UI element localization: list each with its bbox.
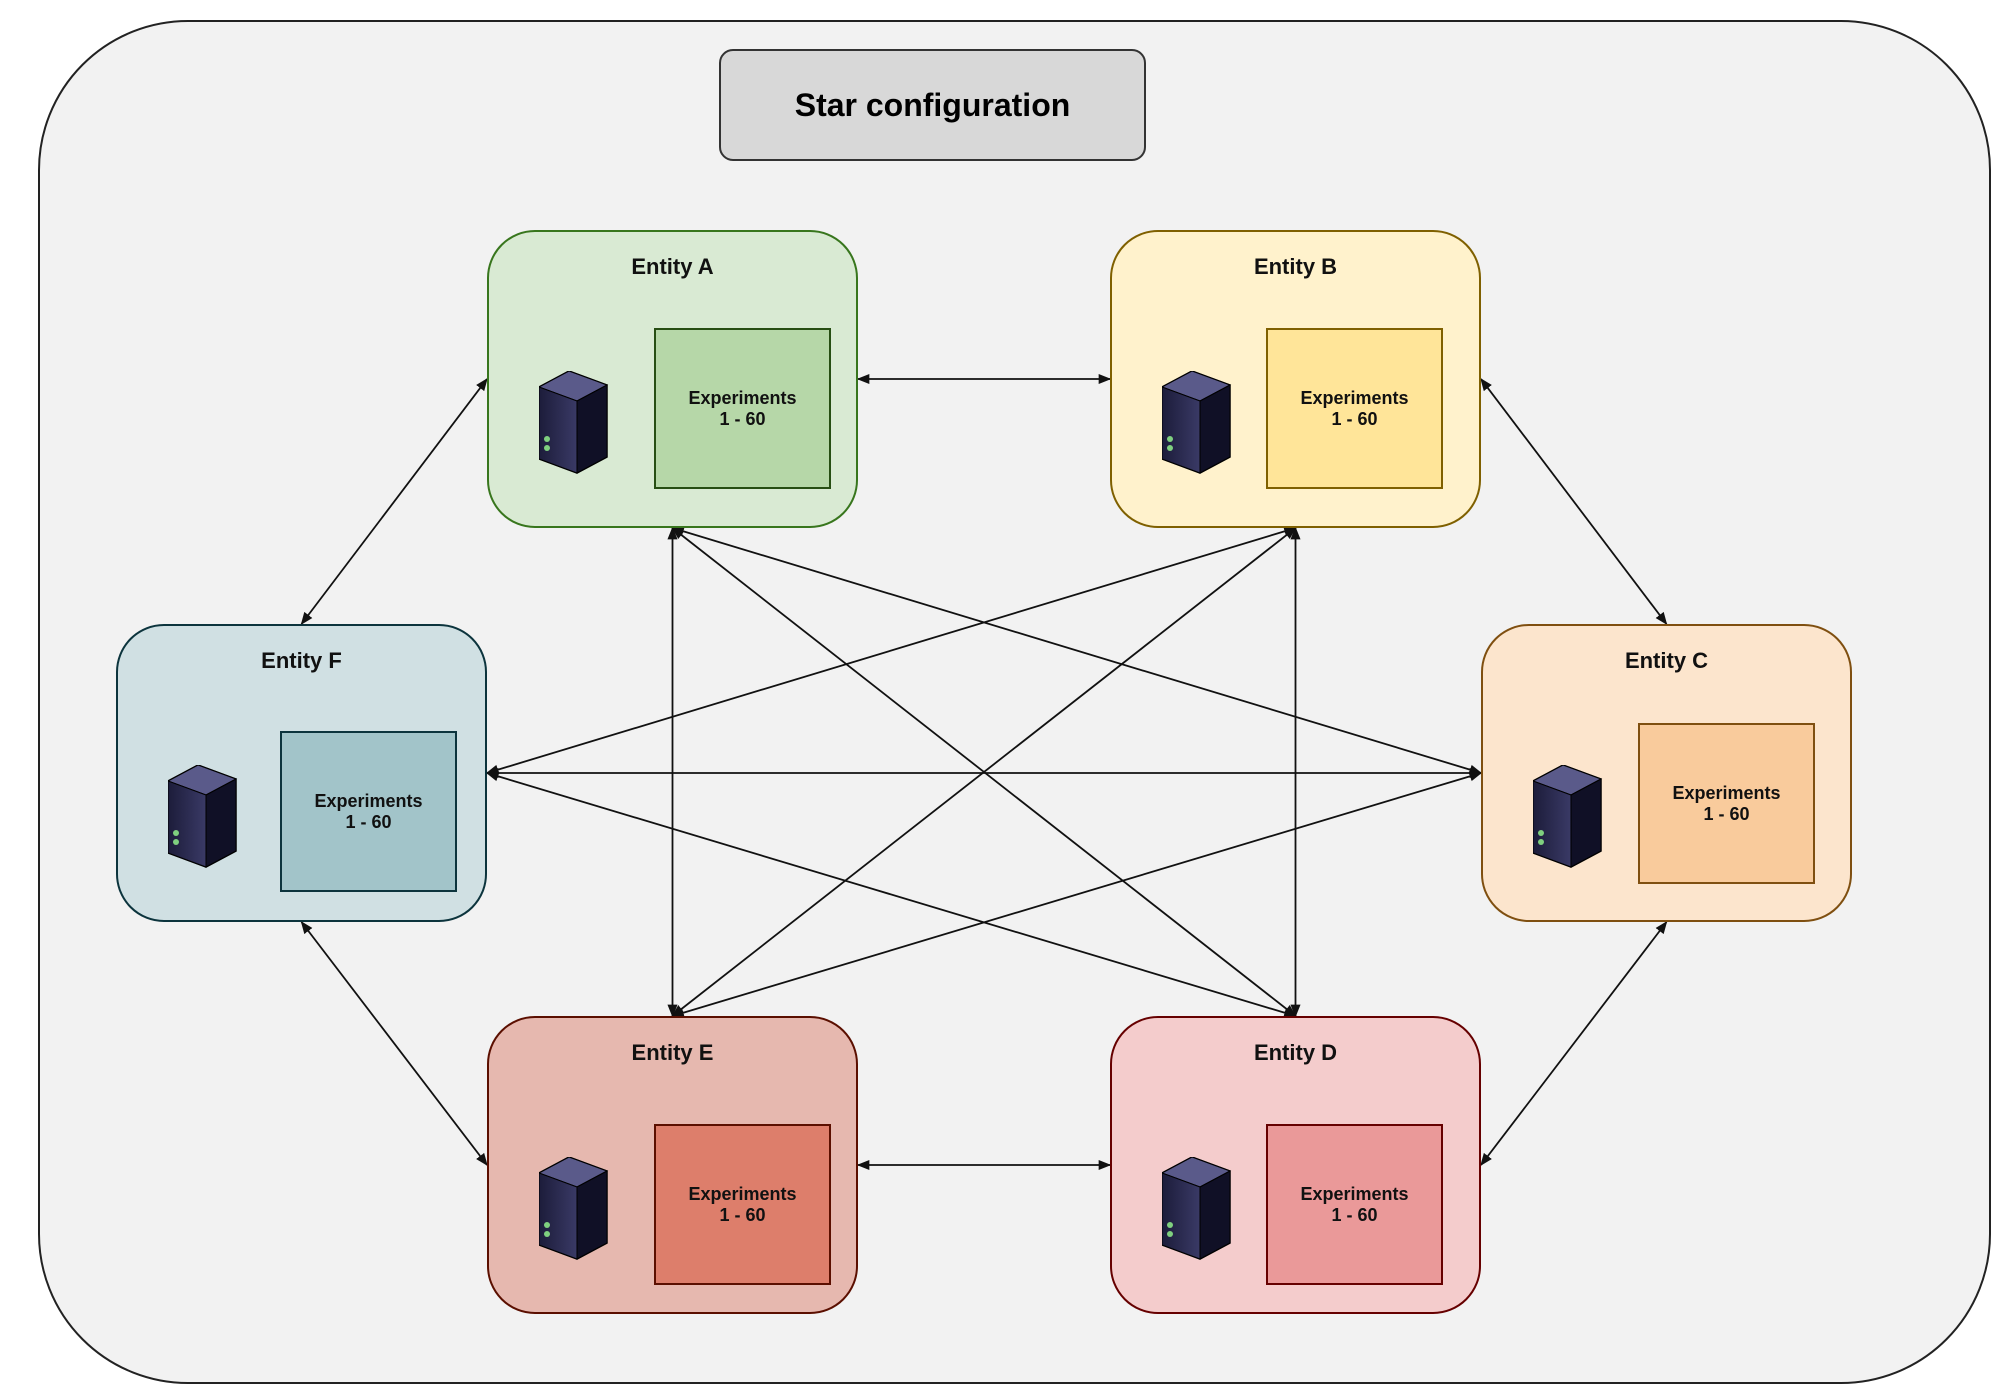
- diagram-title: Star configuration: [719, 49, 1146, 161]
- entity-c-box[interactable]: Entity C Experiments 1 - 60: [1481, 624, 1852, 922]
- connector-c-d: [1480, 920, 1668, 1167]
- connector-f-a: [300, 377, 488, 626]
- experiments-range: 1 - 60: [1331, 408, 1378, 429]
- experiments-label: Experiments: [688, 1183, 797, 1204]
- server-tower-icon: [1160, 370, 1232, 475]
- entity-a-label: Entity A: [631, 254, 714, 279]
- experiments-range: 1 - 60: [719, 1204, 766, 1225]
- entity-f-box[interactable]: Entity F Experiments 1 - 60: [116, 624, 487, 922]
- server-tower-icon: [1160, 1156, 1232, 1261]
- entity-c-experiments: Experiments 1 - 60: [1638, 723, 1815, 884]
- connector-f-d: [485, 771, 1297, 1018]
- entity-f-experiments: Experiments 1 - 60: [280, 731, 457, 892]
- entity-f-label: Entity F: [261, 648, 342, 673]
- entity-e-label: Entity E: [631, 1040, 714, 1065]
- entity-d-experiments: Experiments 1 - 60: [1266, 1124, 1443, 1285]
- entity-b-label: Entity B: [1253, 254, 1338, 279]
- connector-b-c: [1480, 377, 1668, 626]
- experiments-label: Experiments: [688, 387, 797, 408]
- connector-b-f: [485, 526, 1297, 775]
- connector-e-c: [671, 771, 1483, 1018]
- entity-b-box[interactable]: Entity B Experiments 1 - 60: [1110, 230, 1481, 528]
- entity-d-box[interactable]: Entity D Experiments 1 - 60: [1110, 1016, 1481, 1314]
- experiments-range: 1 - 60: [719, 408, 766, 429]
- entity-e-experiments: Experiments 1 - 60: [654, 1124, 831, 1285]
- experiments-range: 1 - 60: [345, 811, 392, 832]
- experiments-label: Experiments: [314, 790, 423, 811]
- entity-a-box[interactable]: Entity A Experiments 1 - 60: [487, 230, 858, 528]
- experiments-range: 1 - 60: [1331, 1204, 1378, 1225]
- experiments-label: Experiments: [1300, 1183, 1409, 1204]
- entity-b-experiments: Experiments 1 - 60: [1266, 328, 1443, 489]
- server-tower-icon: [166, 764, 238, 869]
- server-tower-icon: [537, 1156, 609, 1261]
- server-tower-icon: [537, 370, 609, 475]
- entity-d-label: Entity D: [1253, 1040, 1338, 1065]
- experiments-label: Experiments: [1672, 782, 1781, 803]
- connector-a-c: [671, 526, 1483, 775]
- experiments-label: Experiments: [1300, 387, 1409, 408]
- entity-e-box[interactable]: Entity E Experiments 1 - 60: [487, 1016, 858, 1314]
- connector-e-f: [300, 920, 488, 1167]
- entity-a-experiments: Experiments 1 - 60: [654, 328, 831, 489]
- entity-c-label: Entity C: [1624, 648, 1709, 673]
- server-tower-icon: [1531, 764, 1603, 869]
- experiments-range: 1 - 60: [1703, 803, 1750, 824]
